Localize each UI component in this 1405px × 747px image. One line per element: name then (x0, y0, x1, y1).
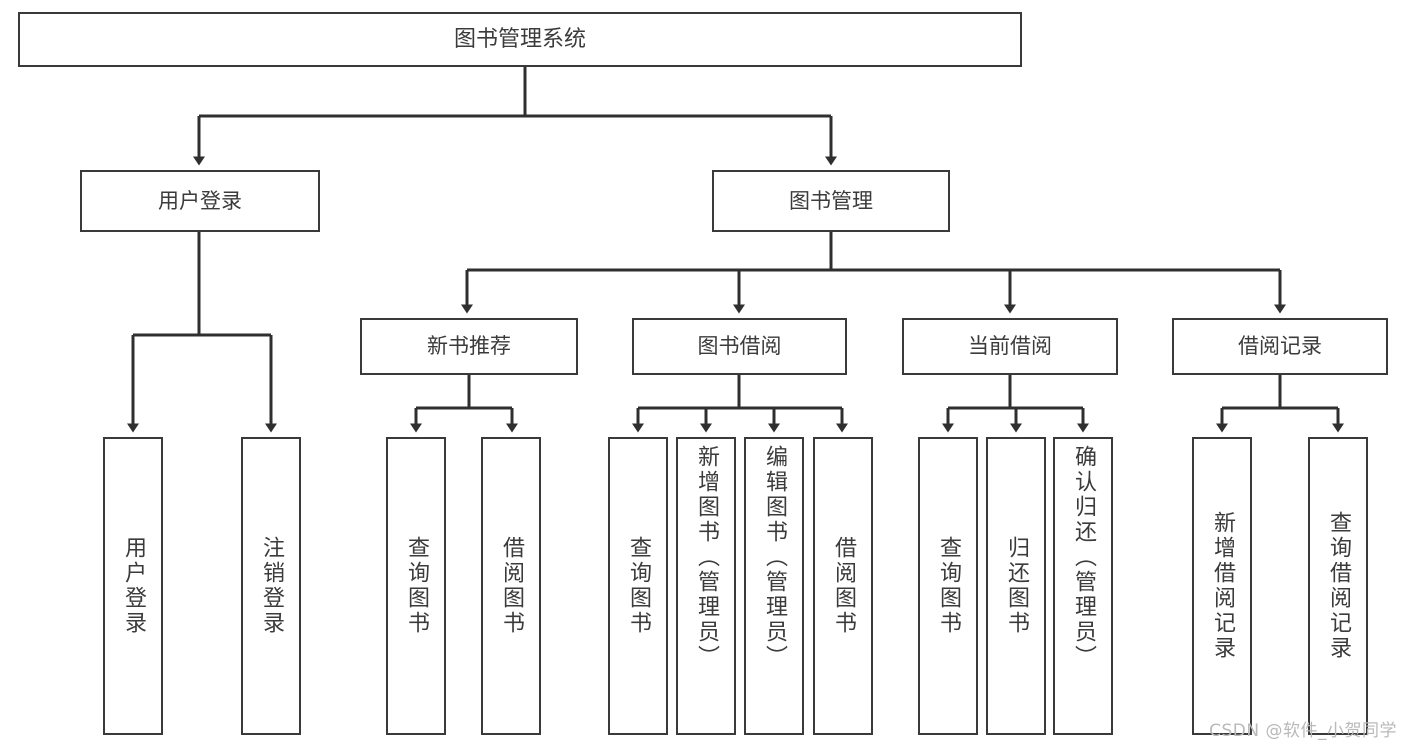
node-user-login[interactable]: 用户登录 (80, 170, 320, 232)
leaf-label: 查询图书 (936, 536, 961, 636)
node-label: 图书借阅 (697, 334, 782, 359)
leaf-label: 用户登录 (121, 536, 146, 636)
leaf-label: 确认归还（管理员） (1071, 445, 1096, 670)
leaf-edit-book-admin[interactable]: 编辑图书（管理员） (744, 437, 804, 735)
leaf-label: 查询图书 (626, 536, 651, 636)
leaf-label: 查询图书 (404, 536, 429, 636)
leaf-label: 注销登录 (259, 536, 284, 636)
leaf-query-book-3[interactable]: 查询图书 (918, 437, 978, 735)
leaf-label: 编辑图书（管理员） (762, 445, 787, 670)
node-borrow-record[interactable]: 借阅记录 (1172, 318, 1388, 375)
node-label: 图书管理 (789, 188, 873, 213)
node-label: 新书推荐 (427, 334, 511, 359)
node-new-book-recommend[interactable]: 新书推荐 (360, 318, 578, 375)
node-label: 用户登录 (158, 188, 242, 213)
leaf-borrow-book-2[interactable]: 借阅图书 (813, 437, 873, 735)
leaf-query-book-1[interactable]: 查询图书 (386, 437, 446, 735)
leaf-query-book-2[interactable]: 查询图书 (608, 437, 668, 735)
leaf-return-book[interactable]: 归还图书 (986, 437, 1046, 735)
leaf-label: 借阅图书 (499, 536, 524, 636)
leaf-borrow-book-1[interactable]: 借阅图书 (481, 437, 541, 735)
node-book-management[interactable]: 图书管理 (712, 170, 950, 232)
node-root-book-management-system[interactable]: 图书管理系统 (18, 12, 1022, 67)
leaf-label: 查询借阅记录 (1326, 511, 1351, 661)
node-current-borrow[interactable]: 当前借阅 (902, 318, 1118, 375)
node-label: 当前借阅 (968, 334, 1052, 359)
node-book-borrow[interactable]: 图书借阅 (632, 318, 847, 375)
leaf-label: 新增图书（管理员） (694, 445, 719, 670)
csdn-watermark: CSDN @软件_小贺同学 (1209, 721, 1397, 741)
leaf-add-book-admin[interactable]: 新增图书（管理员） (676, 437, 736, 735)
node-label: 借阅记录 (1238, 334, 1322, 359)
leaf-logout-login[interactable]: 注销登录 (241, 437, 301, 735)
leaf-label: 新增借阅记录 (1210, 511, 1235, 661)
leaf-query-borrow-record[interactable]: 查询借阅记录 (1308, 437, 1368, 735)
leaf-user-login[interactable]: 用户登录 (103, 437, 163, 735)
leaf-add-borrow-record[interactable]: 新增借阅记录 (1192, 437, 1252, 735)
node-label: 图书管理系统 (453, 26, 586, 52)
leaf-label: 借阅图书 (831, 536, 856, 636)
leaf-confirm-return-admin[interactable]: 确认归还（管理员） (1053, 437, 1113, 735)
leaf-label: 归还图书 (1004, 536, 1029, 636)
